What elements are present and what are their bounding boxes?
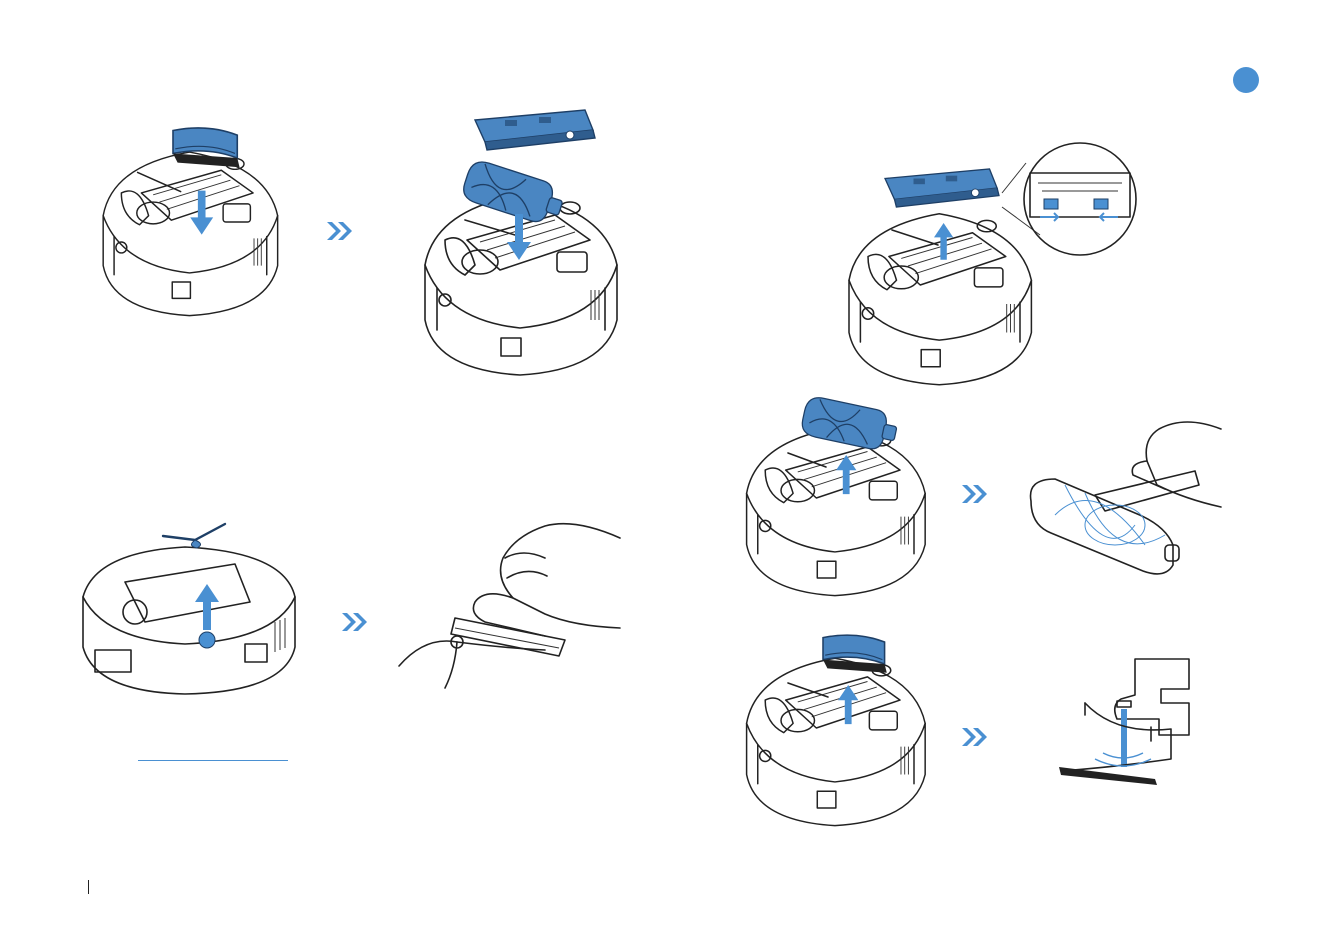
robot-remove-rubber-guard (728, 625, 958, 835)
link-underline[interactable] (138, 760, 288, 761)
circle-badge-icon (1233, 67, 1259, 93)
robot-insert-main-brush-and-guard (405, 110, 635, 375)
double-chevron-right-icon (342, 613, 368, 631)
robot-remove-side-brush (75, 512, 310, 702)
page-number-divider (88, 880, 89, 894)
robot-remove-main-brush (728, 395, 958, 605)
robot-insert-brush-guard (85, 115, 305, 335)
robot-remove-brush-guard-detail (830, 135, 1150, 375)
rinse-guard-under-tap (1055, 655, 1195, 785)
hand-cleaning-side-brush (395, 518, 635, 708)
hand-cutting-hair-from-brush (1025, 415, 1225, 590)
double-chevron-right-icon (962, 485, 988, 503)
double-chevron-right-icon (327, 222, 353, 240)
double-chevron-right-icon (962, 728, 988, 746)
